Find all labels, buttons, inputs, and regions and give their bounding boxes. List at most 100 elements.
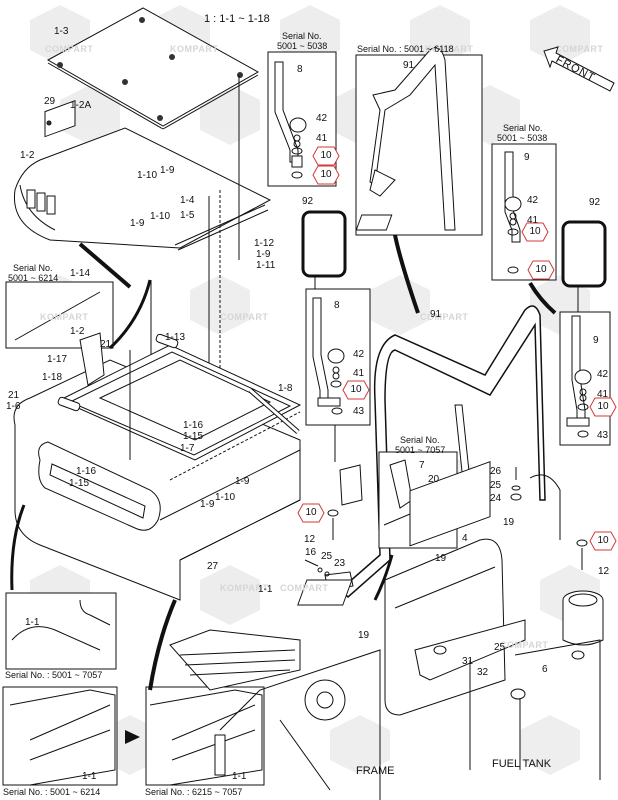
highlight-part-10[interactable]: 10 <box>311 147 341 165</box>
highlight-part-10[interactable]: 10 <box>341 381 371 399</box>
part-label[interactable]: 19 <box>358 630 370 641</box>
part-label[interactable]: 42 <box>353 349 365 360</box>
part-label[interactable]: 1-10 <box>215 492 236 503</box>
part-label[interactable]: 1-9 <box>235 476 250 487</box>
serial-title: Serial No. : 5001 ~ 6118 <box>357 44 454 54</box>
part-label[interactable]: 1-6 <box>6 401 21 412</box>
highlight-part-10[interactable]: 10 <box>588 398 618 416</box>
part-label[interactable]: 27 <box>207 561 219 572</box>
frame-caption: FRAME <box>356 765 395 777</box>
floor-plate-1-3 <box>46 7 260 127</box>
part-label[interactable]: 25 <box>494 642 506 653</box>
part-label[interactable]: 8 <box>297 64 303 75</box>
highlight-label: 10 <box>350 384 362 395</box>
highlight-label: 10 <box>597 401 609 412</box>
highlight-part-10[interactable]: 10 <box>520 223 550 241</box>
part-label[interactable]: 25 <box>490 480 502 491</box>
part-label[interactable]: 1-3 <box>54 26 69 37</box>
highlight-part-10[interactable]: 10 <box>526 261 556 279</box>
part-label[interactable]: 1-7 <box>180 443 195 454</box>
part-label[interactable]: 1-15 <box>183 431 204 442</box>
part-label[interactable]: 1-13 <box>165 332 186 343</box>
part-label[interactable]: 1-9 <box>160 165 175 176</box>
part-label[interactable]: 6 <box>542 664 548 675</box>
part-label[interactable]: 16 <box>305 547 317 558</box>
part-label[interactable]: 1-2A <box>70 100 92 111</box>
part-label[interactable]: 92 <box>302 196 314 207</box>
part-label[interactable]: 20 <box>428 474 440 485</box>
part-label[interactable]: 42 <box>316 113 328 124</box>
part-label[interactable]: 1-2 <box>70 326 85 337</box>
watermark-text: COMPART <box>555 44 604 54</box>
front-arrow-icon <box>543 46 615 92</box>
highlight-label: 10 <box>305 507 317 518</box>
part-label[interactable]: 1-17 <box>47 354 68 365</box>
part-label[interactable]: 1-1 <box>25 617 40 628</box>
part-label[interactable]: 1-14 <box>70 268 91 279</box>
front-arrow: FRONT <box>540 45 618 95</box>
diagram-title-ref: 1 : 1-1 ~ 1-18 <box>204 13 270 25</box>
part-label[interactable]: 41 <box>353 368 365 379</box>
part-label[interactable]: 41 <box>316 133 328 144</box>
part-label[interactable]: 21 <box>8 390 20 401</box>
part-label[interactable]: 1-12 <box>254 238 275 249</box>
part-label[interactable]: 42 <box>527 195 539 206</box>
part-label[interactable]: 1-11 <box>256 260 276 271</box>
serial-range: 5001 ~ 6214 <box>8 273 59 283</box>
part-label[interactable]: 7 <box>419 460 425 471</box>
part-label[interactable]: 4 <box>462 533 468 544</box>
part-label[interactable]: 23 <box>334 558 346 569</box>
part-label[interactable]: 1-2 <box>20 150 35 161</box>
part-label[interactable]: 25 <box>321 551 333 562</box>
part-label[interactable]: 43 <box>597 430 609 441</box>
watermark-text: COMPART <box>280 583 329 593</box>
part-label[interactable]: 1-9 <box>256 249 271 260</box>
part-label[interactable]: 1-15 <box>69 478 90 489</box>
part-label[interactable]: 91 <box>403 60 415 71</box>
highlight-part-10[interactable]: 10 <box>296 504 326 522</box>
highlight-label: 10 <box>320 169 332 180</box>
part-label[interactable]: 9 <box>524 152 530 163</box>
part-label[interactable]: 91 <box>430 309 442 320</box>
part-label[interactable]: 1-5 <box>180 210 195 221</box>
part-label[interactable]: 1-16 <box>183 420 204 431</box>
part-label[interactable]: 1-10 <box>150 211 171 222</box>
serial-caption: Serial No. : 5001 ~ 6214 <box>3 787 101 797</box>
part-label[interactable]: 19 <box>435 553 447 564</box>
part-label[interactable]: 1-16 <box>76 466 97 477</box>
part-label[interactable]: 31 <box>462 656 474 667</box>
highlight-part-10[interactable]: 10 <box>311 166 341 184</box>
part-label[interactable]: 1-9 <box>200 499 215 510</box>
watermark-text: COMPART <box>220 312 269 322</box>
part-label[interactable]: 12 <box>304 534 316 545</box>
part-label[interactable]: 1-4 <box>180 195 195 206</box>
part-label[interactable]: 42 <box>597 369 609 380</box>
watermark-text: KOMPART <box>170 44 219 54</box>
part-label[interactable]: 41 <box>597 389 609 400</box>
fuel-tank-caption: FUEL TANK <box>492 758 552 770</box>
part-label[interactable]: 43 <box>353 406 365 417</box>
part-label[interactable]: 92 <box>589 197 601 208</box>
part-label[interactable]: 1-1 <box>232 771 247 782</box>
part-label[interactable]: 8 <box>334 300 340 311</box>
part-label[interactable]: 21 <box>100 339 112 350</box>
part-label[interactable]: 26 <box>490 466 502 477</box>
part-label[interactable]: 1-18 <box>42 372 63 383</box>
part-label[interactable]: 24 <box>490 493 502 504</box>
part-label[interactable]: 1-1 <box>258 584 273 595</box>
part-label[interactable]: 12 <box>598 566 610 577</box>
highlight-part-10[interactable]: 10 <box>588 532 618 550</box>
part-label[interactable]: 41 <box>527 215 539 226</box>
part-label[interactable]: 19 <box>503 517 515 528</box>
part-label[interactable]: 1-8 <box>278 383 293 394</box>
part-label[interactable]: 1-10 <box>137 170 158 181</box>
part-label[interactable]: 29 <box>44 96 56 107</box>
serial-range: 5001 ~ 5038 <box>497 133 548 143</box>
part-label[interactable]: 32 <box>477 667 489 678</box>
part-label[interactable]: 1-9 <box>130 218 145 229</box>
watermark-text: KOMPART <box>40 312 89 322</box>
part-label[interactable]: 1-1 <box>82 771 97 782</box>
highlight-label: 10 <box>597 535 609 546</box>
part-label[interactable]: 9 <box>593 335 599 346</box>
